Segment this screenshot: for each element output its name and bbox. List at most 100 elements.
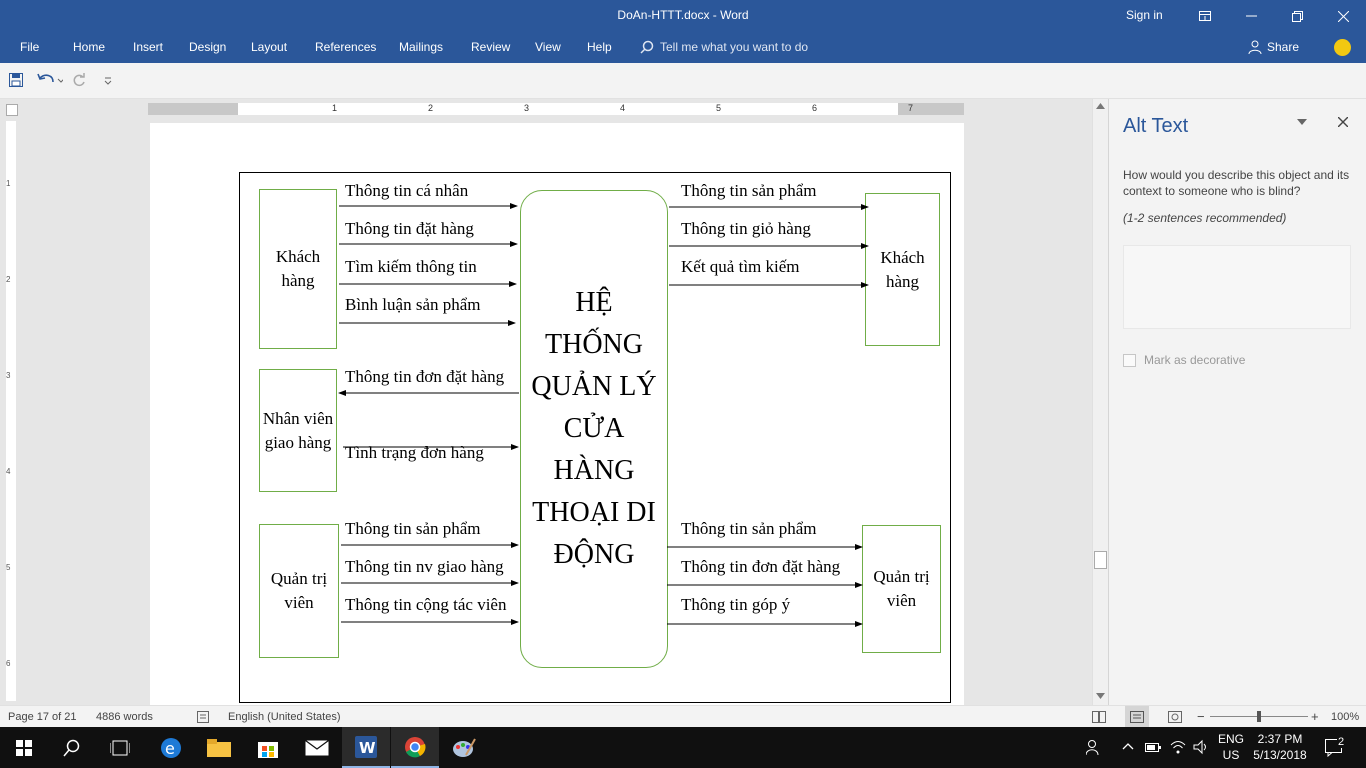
chrome-icon[interactable] <box>391 727 439 768</box>
battery-icon[interactable] <box>1145 740 1161 754</box>
read-mode-icon[interactable] <box>1092 711 1106 723</box>
language-indicator[interactable]: English (United States) <box>228 711 341 723</box>
scroll-thumb[interactable] <box>1094 551 1107 569</box>
search-icon[interactable] <box>48 727 96 768</box>
mark-decorative-option[interactable]: Mark as decorative <box>1123 353 1245 367</box>
decorative-label: Mark as decorative <box>1144 353 1246 367</box>
edge-browser-icon[interactable]: e <box>147 727 195 768</box>
entity-admin-left[interactable]: Quản trị viên <box>259 524 339 658</box>
close-icon[interactable] <box>1320 0 1366 32</box>
ruler-number: 6 <box>812 103 818 113</box>
zoom-slider-thumb[interactable] <box>1257 711 1261 722</box>
minimize-icon[interactable] <box>1228 0 1274 32</box>
alt-text-recommendation: (1-2 sentences recommended) <box>1123 211 1287 225</box>
restore-icon[interactable] <box>1274 0 1320 32</box>
ruler-number: 4 <box>620 103 626 113</box>
tab-references[interactable]: References <box>315 40 377 54</box>
ruler-number: 5 <box>716 103 722 113</box>
ruler-number: 2 <box>428 103 434 113</box>
vruler-number: 6 <box>6 659 11 668</box>
system-clock[interactable]: 2:37 PM 5/13/2018 <box>1250 731 1310 763</box>
feedback-smiley-icon[interactable] <box>1334 39 1351 56</box>
status-bar: Page 17 of 21 4886 words English (United… <box>0 705 1366 727</box>
print-layout-button[interactable] <box>1125 706 1149 727</box>
entity-customer-left[interactable]: Khách hàng <box>259 189 337 349</box>
page-count[interactable]: Page 17 of 21 <box>8 711 77 723</box>
tab-design[interactable]: Design <box>189 40 227 54</box>
search-icon <box>640 40 654 54</box>
tab-mailings[interactable]: Mailings <box>399 40 444 54</box>
flow-label: Bình luận sản phẩm <box>345 295 481 314</box>
vruler-number: 4 <box>6 467 11 476</box>
person-icon <box>1248 40 1262 54</box>
mail-icon[interactable] <box>293 727 341 768</box>
customize-qat-icon[interactable] <box>104 77 112 85</box>
ruler-number: 7 <box>908 103 914 113</box>
flow-label: Thông tin đơn đặt hàng <box>681 557 841 576</box>
web-layout-icon[interactable] <box>1168 711 1182 723</box>
flow-label: Thông tin cộng tác viên <box>345 595 507 614</box>
entity-admin-right[interactable]: Quản trị viên <box>862 525 941 653</box>
ribbon-display-options-icon[interactable] <box>1182 0 1228 32</box>
flow-label: Thông tin sản phẩm <box>345 519 481 538</box>
tab-home[interactable]: Home <box>73 40 106 54</box>
people-icon[interactable] <box>1086 739 1102 755</box>
vruler-number: 2 <box>6 275 11 284</box>
pane-options-icon[interactable] <box>1297 119 1307 125</box>
tab-selector-icon[interactable] <box>6 104 18 116</box>
tab-insert[interactable]: Insert <box>133 40 164 54</box>
flow-label: Tìm kiếm thông tin <box>345 257 477 276</box>
flow-label: Thông tin cá nhân <box>345 181 469 200</box>
store-icon[interactable] <box>244 727 292 768</box>
task-view-icon[interactable] <box>96 727 144 768</box>
flow-label: Thông tin giỏ hàng <box>681 219 811 238</box>
taskbar: e W ENG US 2:37 PM 5/13/2018 2 <box>0 727 1366 768</box>
entity-delivery-staff[interactable]: Nhân viên giao hàng <box>259 369 337 492</box>
volume-icon[interactable] <box>1193 739 1209 755</box>
horizontal-ruler[interactable]: 1 2 3 4 5 6 7 <box>148 103 964 115</box>
redo-icon[interactable] <box>72 73 86 87</box>
clock-time: 2:37 PM <box>1257 732 1303 746</box>
vertical-scrollbar[interactable] <box>1092 99 1108 705</box>
chevron-up-icon[interactable] <box>1122 742 1134 750</box>
zoom-level[interactable]: 100% <box>1331 711 1360 723</box>
paint-icon[interactable] <box>440 727 488 768</box>
proofing-icon[interactable] <box>197 711 211 723</box>
pane-close-icon[interactable] <box>1338 117 1348 127</box>
vruler-number: 5 <box>6 563 11 572</box>
ribbon-tabs: File Home Insert Design Layout Reference… <box>0 32 1366 63</box>
clock-date: 5/13/2018 <box>1253 748 1307 762</box>
tab-view[interactable]: View <box>535 40 561 54</box>
zoom-in-icon[interactable]: + <box>1311 709 1319 724</box>
ruler-number: 1 <box>332 103 338 113</box>
sign-in-link[interactable]: Sign in <box>1126 8 1163 22</box>
tab-file[interactable]: File <box>20 40 40 54</box>
save-icon[interactable] <box>9 73 23 87</box>
input-language[interactable]: ENG US <box>1216 731 1246 763</box>
entity-customer-right[interactable]: Khách hàng <box>865 193 940 346</box>
undo-icon[interactable] <box>37 73 63 87</box>
tab-help[interactable]: Help <box>587 40 612 54</box>
tell-me-box[interactable]: Tell me what you want to do <box>640 40 808 54</box>
system-process[interactable]: HỆ THỐNG QUẢN LÝ CỬA HÀNG THOẠI DI ĐỘNG <box>520 190 668 668</box>
scroll-down-icon[interactable] <box>1096 693 1105 699</box>
quick-access-toolbar <box>0 63 1366 99</box>
svg-text:e: e <box>165 739 175 758</box>
alt-text-input[interactable] <box>1123 245 1351 329</box>
vruler-number: 1 <box>6 179 11 188</box>
file-explorer-icon[interactable] <box>195 727 243 768</box>
tab-review[interactable]: Review <box>471 40 511 54</box>
decorative-checkbox[interactable] <box>1123 353 1136 367</box>
tab-layout[interactable]: Layout <box>251 40 288 54</box>
tell-me-label: Tell me what you want to do <box>660 40 809 54</box>
language-code: ENG <box>1217 732 1244 746</box>
alt-text-description: How would you describe this object and i… <box>1123 168 1350 198</box>
share-button[interactable]: Share <box>1248 40 1299 54</box>
word-count[interactable]: 4886 words <box>96 711 153 723</box>
windows-start-icon[interactable] <box>0 727 48 768</box>
print-layout-icon <box>1130 711 1144 723</box>
zoom-out-icon[interactable]: − <box>1197 709 1205 724</box>
word-taskbar-icon[interactable]: W <box>342 727 390 768</box>
wifi-icon[interactable] <box>1170 739 1186 755</box>
scroll-up-icon[interactable] <box>1096 103 1105 109</box>
